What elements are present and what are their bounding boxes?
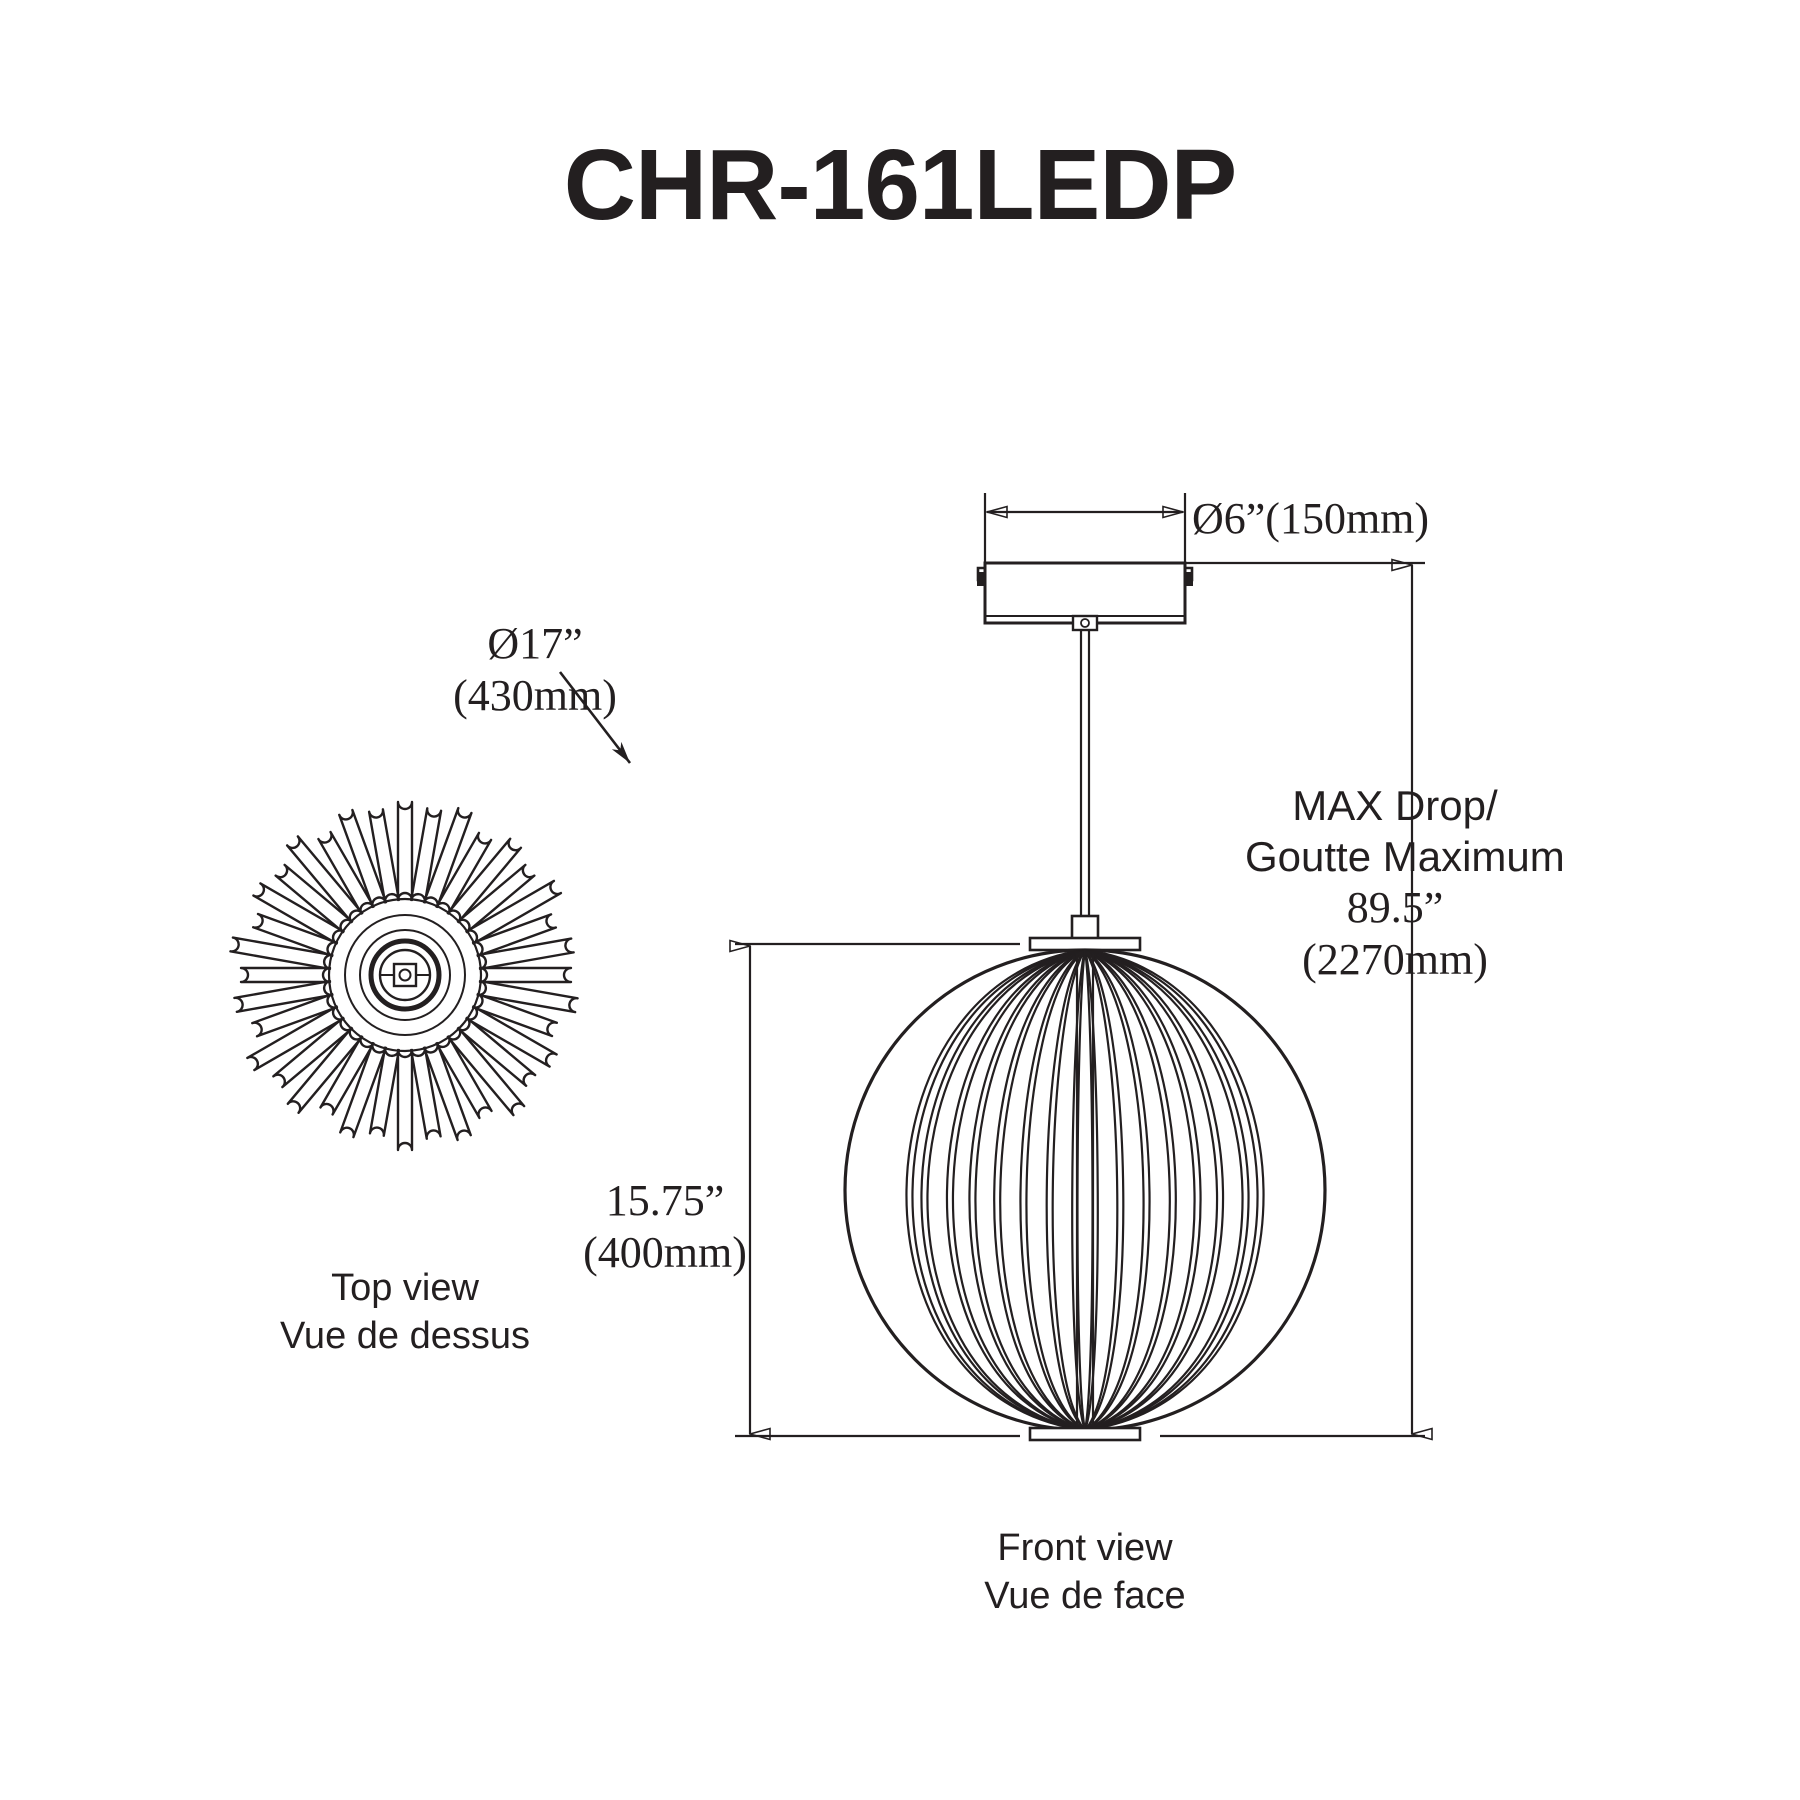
shade-height-label: 15.75” (400mm) (570, 1175, 760, 1279)
shade-diameter-label: Ø17” (430mm) (430, 618, 640, 722)
top-fitter-plate (1028, 936, 1142, 952)
diameter-leader-line (558, 671, 632, 764)
max-drop-line-1: MAX Drop/ (1292, 782, 1498, 829)
top-view-caption-fr: Vue de dessus (280, 1314, 530, 1357)
canopy-diameter-label: Ø6”(150mm) (1192, 494, 1430, 543)
front-view-caption-fr: Vue de face (984, 1574, 1186, 1617)
front-view-caption-en: Front view (997, 1527, 1173, 1569)
max-drop-dimension (1160, 563, 1425, 1436)
top-view-caption-en: Top view (331, 1267, 479, 1309)
page-title: CHR-161LEDP (563, 129, 1238, 241)
top-view-caption: Top view Vue de dessus (230, 1265, 580, 1360)
front-view-caption: Front view Vue de face (915, 1525, 1255, 1620)
front-view-graphic (843, 561, 1327, 1442)
shade-height-line-2: (400mm) (583, 1227, 747, 1277)
globe-shade (843, 948, 1327, 1432)
top-view-graphic (229, 800, 579, 1152)
shade-height-dimension (735, 944, 1020, 1436)
max-drop-line-3: 89.5” (1346, 883, 1444, 933)
max-drop-line-2: Goutte Maximum (1245, 833, 1565, 881)
bottom-fitter-plate (1028, 1426, 1142, 1442)
canopy (983, 561, 1187, 625)
max-drop-line-4: (2270mm) (1302, 935, 1488, 985)
shade-diameter-line-2: (430mm) (453, 670, 617, 720)
shade-height-line-1: 15.75” (605, 1176, 725, 1225)
max-drop-label: MAX Drop/ Goutte Maximum 89.5” (2270mm) (1245, 780, 1565, 986)
shade-diameter-line-1: Ø17” (487, 619, 583, 668)
